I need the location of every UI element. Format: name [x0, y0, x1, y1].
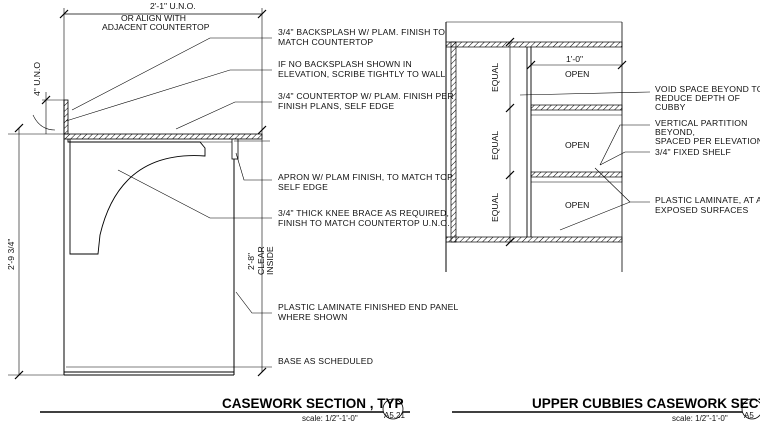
clear-inside-label-2: INSIDE	[265, 246, 275, 275]
open-label-top: OPEN	[565, 69, 589, 79]
note-void-space-1: VOID SPACE BEYOND TO	[655, 84, 760, 94]
note-partition-1: VERTICAL PARTITION	[655, 118, 748, 128]
cubby-width-dimension: 1'-0"	[566, 54, 583, 64]
open-label-middle: OPEN	[565, 140, 589, 150]
note-fixed-shelf: 3/4" FIXED SHELF	[655, 147, 731, 157]
upper-cubbies-section-drawing	[445, 21, 760, 420]
note-void-space-3: CUBBY	[655, 102, 686, 112]
note-end-panel-1: PLASTIC LAMINATE FINISHED END PANEL	[278, 302, 459, 312]
casework-sheet-ref: A5.21	[384, 411, 405, 420]
note-end-panel-2: WHERE SHOWN	[278, 312, 348, 322]
equal-label-bottom: EQUAL	[490, 193, 500, 222]
note-base: BASE AS SCHEDULED	[278, 356, 373, 366]
clear-inside-dimension: 2'-8"	[246, 253, 256, 270]
casework-section-drawing	[8, 8, 410, 420]
note-scribe-1: IF NO BACKSPLASH SHOWN IN	[278, 59, 412, 69]
note-laminate-2: EXPOSED SURFACES	[655, 205, 749, 215]
note-countertop-2: FINISH PLANS, SELF EDGE	[278, 101, 394, 111]
note-partition-2: BEYOND,	[655, 127, 695, 137]
note-countertop-1: 3/4" COUNTERTOP W/ PLAM. FINISH PER	[278, 91, 454, 101]
upper-cubbies-scale: scale: 1/2"-1'-0"	[672, 414, 728, 423]
equal-label-top: EQUAL	[490, 63, 500, 92]
note-knee-brace-1: 3/4" THICK KNEE BRACE AS REQUIRED,	[278, 208, 449, 218]
top-dimension-line-3: ADJACENT COUNTERTOP	[102, 22, 210, 32]
note-void-space-2: REDUCE DEPTH OF	[655, 93, 740, 103]
note-laminate-1: PLASTIC LAMINATE, AT ALL	[655, 195, 760, 205]
note-scribe-2: ELEVATION, SCRIBE TIGHTLY TO WALL	[278, 69, 446, 79]
upper-cubbies-title: UPPER CUBBIES CASEWORK SECTIO	[532, 396, 760, 411]
note-backsplash-1: 3/4" BACKSPLASH W/ PLAM. FINISH TO	[278, 27, 445, 37]
casework-section-title: CASEWORK SECTION , TYP	[222, 396, 404, 411]
upper-cubbies-sheet-ref: A5	[744, 411, 754, 420]
note-apron-1: APRON W/ PLAM FINISH, TO MATCH TOP,	[278, 172, 455, 182]
overall-height-dimension: 2'-9 3/4"	[6, 239, 16, 270]
top-dimension-line-1: 2'-1" U.N.O.	[150, 1, 196, 11]
casework-section-scale: scale: 1/2"-1'-0"	[302, 414, 358, 423]
note-partition-3: SPACED PER ELEVATION	[655, 136, 760, 146]
clear-inside-label-1: CLEAR	[256, 246, 266, 275]
top-dimension-line-2: OR ALIGN WITH	[121, 13, 186, 23]
backsplash-dimension: 4" U.N.O	[32, 62, 42, 96]
note-apron-2: SELF EDGE	[278, 182, 328, 192]
note-knee-brace-2: FINISH TO MATCH COUNTERTOP U.N.O.	[278, 218, 450, 228]
note-backsplash-2: MATCH COUNTERTOP	[278, 37, 373, 47]
open-label-bottom: OPEN	[565, 200, 589, 210]
equal-label-middle: EQUAL	[490, 131, 500, 160]
